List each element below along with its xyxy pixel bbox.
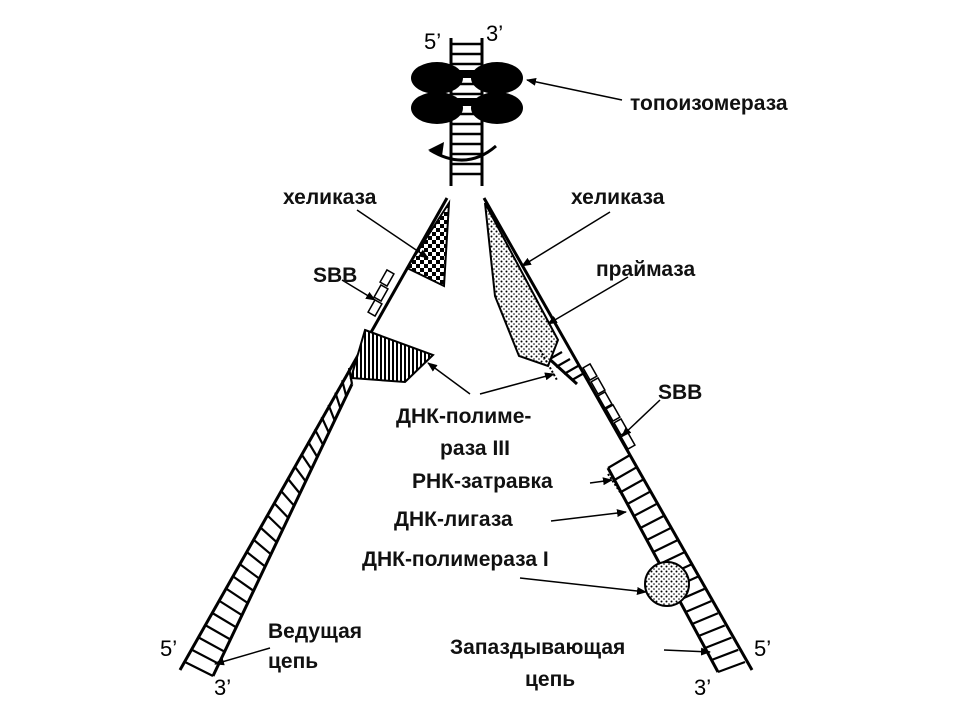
- base-pair-rung: [225, 587, 249, 604]
- label-leading-line2: цепь: [268, 650, 318, 673]
- end-label-top-right: 3’: [486, 21, 503, 46]
- arrow-ssb-left: [341, 279, 376, 301]
- base-pair-rung: [320, 416, 330, 434]
- base-pair-rung: [232, 575, 255, 592]
- label-topoisomerase: топоизомераза: [630, 92, 788, 115]
- label-helicase-right: хеликаза: [571, 186, 665, 209]
- ssb-left-proteins: [367, 268, 395, 318]
- base-pair-rung: [341, 379, 348, 397]
- base-pair-rung: [563, 365, 579, 375]
- base-pair-rung: [239, 563, 260, 580]
- pointer-arrows: [214, 77, 711, 666]
- label-dna-pol3-line2: раза III: [440, 437, 510, 460]
- base-pair-rung: [691, 612, 719, 626]
- base-pair-rung: [191, 648, 220, 665]
- arrow-ligase: [550, 509, 627, 522]
- end-label-bottom-right-3: 3’: [694, 675, 711, 700]
- base-pair-rung: [218, 599, 243, 617]
- base-pair-rung: [313, 428, 325, 446]
- base-pair-rung: [698, 624, 726, 638]
- base-pair-rung: [639, 514, 665, 529]
- base-pair-rung: [211, 612, 237, 629]
- ssb-right-proteins: [582, 362, 636, 451]
- base-pair-rung: [293, 465, 307, 482]
- base-pair-rung: [334, 392, 342, 409]
- base-pair-rung: [646, 527, 672, 541]
- base-pair-rung: [286, 477, 301, 495]
- topoisomerase-complex: [411, 62, 523, 124]
- helicase-left-shape: [405, 199, 451, 288]
- label-ssb-left: SBB: [313, 264, 357, 287]
- base-pair-rung: [198, 636, 226, 653]
- label-primase: праймаза: [596, 258, 695, 281]
- end-label-bottom-left-3: 3’: [214, 675, 231, 700]
- end-label-top-left: 5’: [424, 29, 441, 54]
- base-pair-rung: [613, 466, 638, 481]
- base-pair-rung: [204, 624, 231, 641]
- base-pair-rung: [279, 489, 295, 507]
- base-pair-rung: [259, 526, 278, 543]
- arrow-lagging: [663, 647, 711, 656]
- label-leading-line1: Ведущая: [268, 620, 362, 643]
- rna-primer-lagging: [607, 473, 625, 499]
- label-dna-pol1: ДНК-полимераза I: [362, 548, 549, 571]
- arrow-helicase-left: [356, 209, 429, 259]
- arrow-pol3-left: [427, 362, 471, 395]
- arrow-topoisomerase: [526, 77, 623, 101]
- arrow-pol3-right: [479, 372, 555, 395]
- end-label-bottom-left-5: 5’: [160, 636, 177, 661]
- base-pair-rung: [347, 367, 354, 385]
- base-pair-rung: [685, 600, 712, 614]
- base-pair-rung: [555, 358, 571, 368]
- base-pair-rung: [307, 440, 319, 458]
- base-pair-rung: [633, 502, 658, 517]
- base-pair-rung: [273, 501, 290, 519]
- base-pair-rung: [620, 478, 645, 493]
- base-pair-rung: [626, 490, 651, 505]
- helicase-right-shape: [484, 202, 560, 368]
- base-pair-rung: [184, 661, 214, 677]
- base-pair-rung: [266, 514, 284, 531]
- base-pair-rung: [245, 550, 266, 568]
- base-pair-rung: [711, 648, 739, 662]
- base-pair-rung: [717, 660, 746, 674]
- base-pair-rung: [571, 371, 587, 381]
- base-pair-rung: [300, 453, 313, 470]
- arrow-ssb-right: [621, 399, 661, 437]
- label-helicase-left: хеликаза: [283, 186, 377, 209]
- arrow-helicase-right: [521, 211, 611, 267]
- end-label-bottom-right-5: 5’: [754, 636, 771, 661]
- label-lagging-line2: цепь: [525, 668, 575, 691]
- dna-polymerase-3-shape: [349, 328, 435, 384]
- arrow-pol1: [519, 577, 647, 595]
- label-dna-pol3-line1: ДНК-полиме-: [396, 405, 531, 428]
- label-ssb-right: SBB: [658, 381, 702, 404]
- label-rna-primer: РНК-затравка: [412, 470, 553, 493]
- base-pair-rung: [652, 539, 678, 553]
- rotation-arrow: [428, 142, 497, 162]
- base-pair-rung: [607, 454, 631, 469]
- arrow-primase: [547, 276, 629, 325]
- arrow-rna-primer: [589, 477, 613, 486]
- base-pair-rung: [327, 404, 336, 421]
- base-pair-rung: [252, 538, 272, 556]
- dna-polymerase-1-shape: [644, 561, 690, 607]
- arrow-leading: [214, 647, 271, 666]
- label-dna-ligase: ДНК-лигаза: [394, 508, 513, 531]
- base-pair-rung: [704, 636, 732, 650]
- label-lagging-line1: Запаздывающая: [450, 636, 625, 659]
